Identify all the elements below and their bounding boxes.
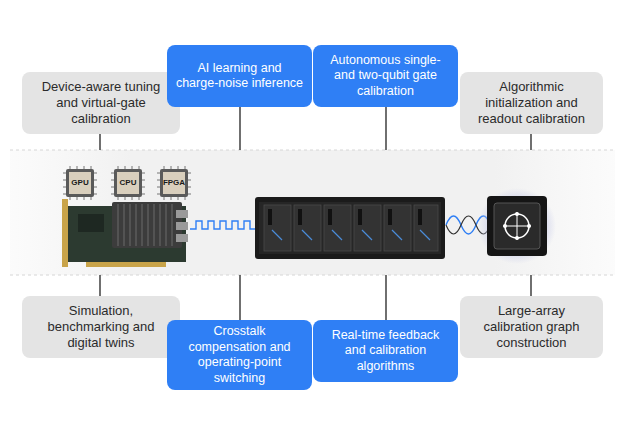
chip-label: FPGA (160, 178, 188, 188)
box-label: Device-aware tuning and virtual-gate cal… (30, 79, 172, 127)
process-box: Device-aware tuning and virtual-gate cal… (22, 72, 180, 134)
pcie-card (62, 199, 188, 267)
box-label: Crosstalk compensation and operating-poi… (175, 324, 304, 386)
control-rack (255, 197, 445, 259)
box-label: Simulation, benchmarking and digital twi… (30, 303, 172, 351)
box-label: Real-time feedback and calibration algor… (321, 328, 450, 375)
box-label: AI learning and charge-noise inference (175, 61, 304, 92)
chip-label: GPU (66, 178, 94, 188)
chip-icons (63, 166, 191, 200)
process-box: Simulation, benchmarking and digital twi… (22, 296, 180, 358)
highlight-box: Crosstalk compensation and operating-poi… (167, 320, 312, 390)
chip-label: CPU (114, 178, 142, 188)
process-box: Large-array calibration graph constructi… (460, 296, 603, 358)
process-box: Algorithmic initialization and readout c… (460, 72, 603, 134)
highlight-box: AI learning and charge-noise inference (167, 45, 312, 107)
square-wave (190, 221, 255, 229)
box-label: Algorithmic initialization and readout c… (468, 79, 595, 127)
highlight-box: Autonomous single- and two-qubit gate ca… (313, 45, 458, 107)
band-border (10, 150, 615, 151)
band (10, 150, 615, 275)
band-border (10, 275, 615, 276)
leader-lines (100, 107, 531, 320)
quantum-chip (478, 188, 556, 264)
highlight-box: Real-time feedback and calibration algor… (313, 320, 458, 382)
box-label: Large-array calibration graph constructi… (468, 303, 595, 351)
box-label: Autonomous single- and two-qubit gate ca… (321, 53, 450, 100)
